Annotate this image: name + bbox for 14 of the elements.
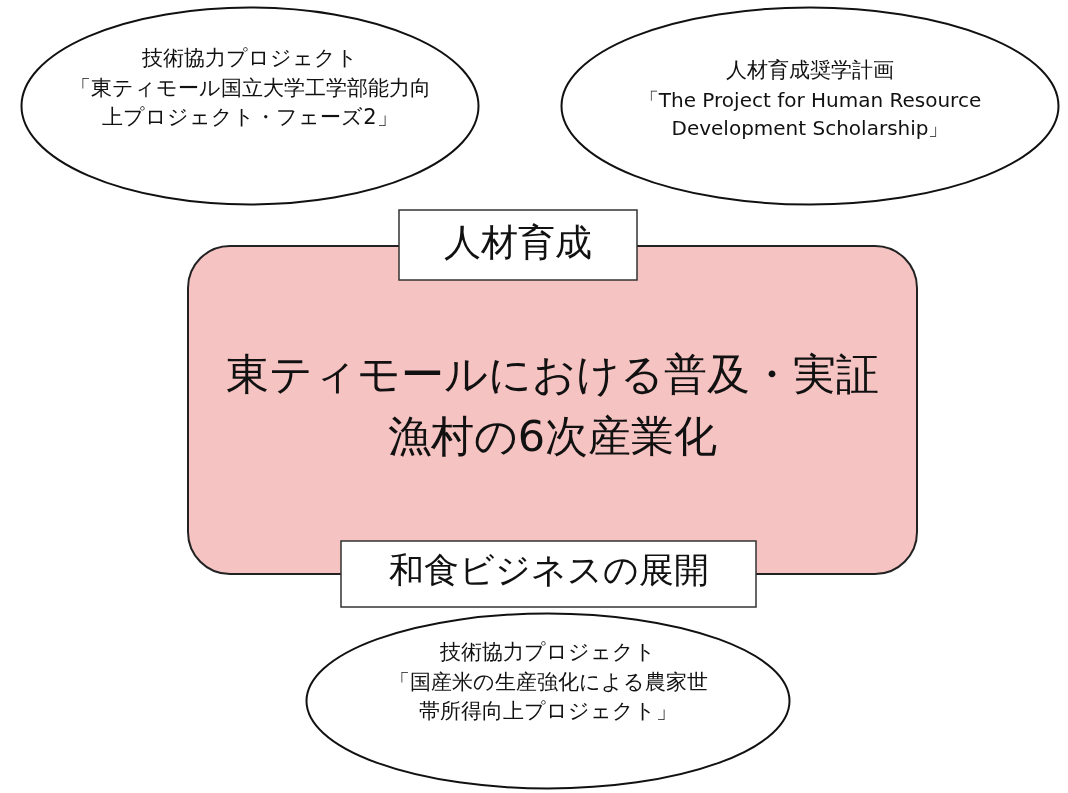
- title-text: 東ティモールにおける普及・実証漁村の6次産業化: [225, 348, 880, 464]
- description-text: 「国産米の生産強化による農家世帯所得向上プロジェクト」: [387, 669, 709, 726]
- description-text: 「The Project for Human Resource Development Scholarship」: [637, 87, 983, 142]
- box-label: 人材育成: [443, 220, 593, 266]
- label-box: [340, 540, 757, 608]
- label-box: [398, 209, 638, 281]
- ellipse: [560, 6, 1060, 206]
- ellipse: [20, 6, 480, 206]
- ellipse: [305, 612, 791, 790]
- description-text: 「東ティモール国立大学工学部能力向上プロジェクト・フェーズ2」: [68, 75, 432, 132]
- heading: 技術協力プロジェクト: [439, 639, 657, 666]
- heading: 技術協力プロジェクト: [141, 45, 359, 72]
- heading: 人材育成奨学計画: [725, 57, 895, 84]
- box-label: 和食ビジネスの展開: [387, 549, 710, 592]
